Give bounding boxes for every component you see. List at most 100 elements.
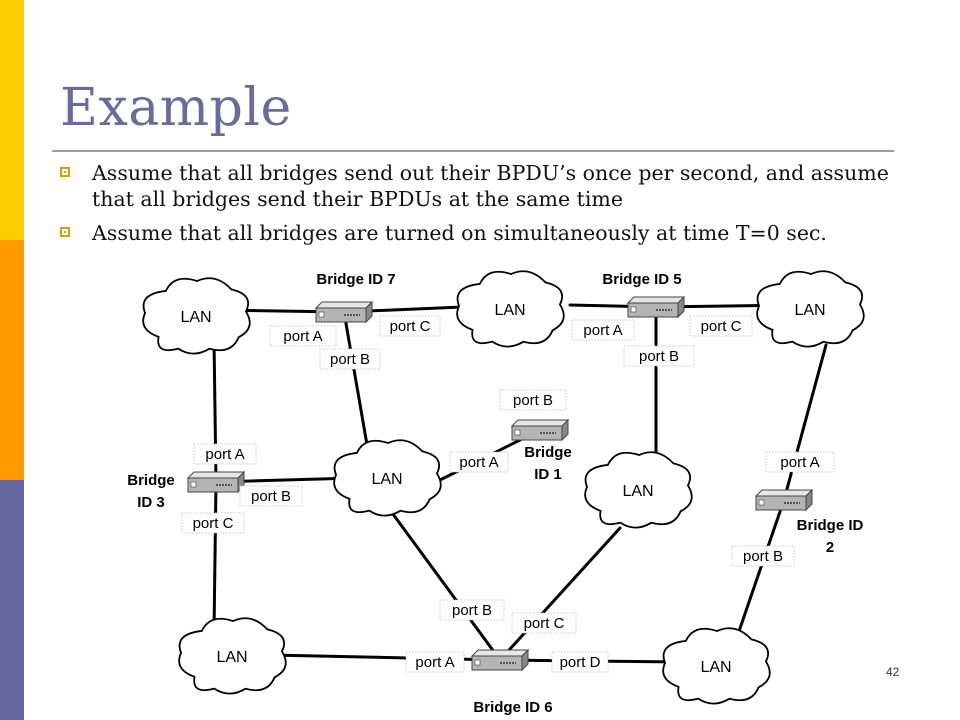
link-line xyxy=(782,343,828,502)
port-label-box xyxy=(499,389,567,411)
lan-cloud: LAN xyxy=(333,439,442,517)
lan-cloud: LAN xyxy=(456,270,565,348)
port-label-box xyxy=(449,451,509,473)
sidebar-yellow-stripe xyxy=(0,0,24,240)
device-top xyxy=(186,471,246,479)
device-top xyxy=(626,296,686,304)
port-label-box xyxy=(239,485,303,507)
port-label-box xyxy=(439,599,505,621)
port-label-text: port C xyxy=(524,615,565,632)
sidebar-orange-stripe xyxy=(0,240,24,480)
slide-title: Example xyxy=(60,78,292,138)
port-label-box xyxy=(511,612,577,634)
lan-label: LAN xyxy=(794,302,825,319)
bridge-3-device xyxy=(186,470,246,494)
port-label-box xyxy=(623,345,695,367)
bullet-text: Assume that all bridges send out their B… xyxy=(92,161,889,211)
port-label-text: port C xyxy=(390,318,431,335)
port-label-text: port B xyxy=(251,488,291,505)
port-label-bridge-1: port B xyxy=(499,389,567,411)
bullet-list: Assume that all bridges send out their B… xyxy=(60,160,900,254)
bullet-text: Assume that all bridges are turned on si… xyxy=(92,221,827,245)
link-line xyxy=(342,310,372,464)
port-label-bridge-7: port B xyxy=(319,348,381,370)
device-led xyxy=(630,306,637,313)
bridge-3-label: ID 3 xyxy=(137,494,165,511)
port-label-box xyxy=(731,545,795,567)
device-led xyxy=(318,311,325,318)
device-side xyxy=(805,488,813,512)
lan-cloud-shape xyxy=(584,451,693,529)
lan-cloud: LAN xyxy=(756,270,865,348)
port-label-bridge-7: port C xyxy=(379,315,441,337)
port-label-text: port A xyxy=(205,446,244,463)
lan-cloud-shape xyxy=(456,270,565,348)
lan-cloud-shape xyxy=(142,277,251,355)
page-number: 42 xyxy=(886,665,900,679)
lan-cloud-shape xyxy=(178,617,287,695)
port-label-bridge-6: port B xyxy=(439,599,505,621)
lan-label: LAN xyxy=(371,471,402,488)
lan-cloud: LAN xyxy=(584,451,693,529)
port-label-bridge-6: port D xyxy=(551,651,609,673)
port-label-text: port C xyxy=(193,515,234,532)
bullet-item: Assume that all bridges are turned on si… xyxy=(60,220,900,246)
port-label-text: port B xyxy=(639,348,679,365)
port-label-box xyxy=(405,651,465,673)
title-divider xyxy=(52,150,894,152)
link-line xyxy=(212,480,218,634)
device-led xyxy=(758,499,765,506)
bridge-3-label: Bridge xyxy=(127,472,175,489)
device-side xyxy=(677,295,685,319)
square-bullet-icon xyxy=(60,167,70,177)
port-label-bridge-5: port C xyxy=(689,315,753,337)
bridge-5-device xyxy=(626,295,686,319)
port-label-box xyxy=(193,443,257,465)
bridge-1-label: ID 1 xyxy=(534,466,562,483)
link-line xyxy=(498,526,622,662)
port-label-text: port B xyxy=(743,548,783,565)
link-line xyxy=(734,498,786,642)
port-label-bridge-3: port C xyxy=(181,512,245,534)
port-label-text: port A xyxy=(583,322,622,339)
bullet-item: Assume that all bridges send out their B… xyxy=(60,160,900,212)
port-label-bridge-5: port B xyxy=(623,345,695,367)
bridge-6-label: Bridge ID 6 xyxy=(473,699,552,716)
bridge-1-label: Bridge xyxy=(524,444,572,461)
bridge-7-device xyxy=(314,300,374,324)
device-side xyxy=(561,418,569,442)
port-label-box xyxy=(379,315,441,337)
port-label-text: port A xyxy=(780,454,819,471)
lan-label: LAN xyxy=(700,659,731,676)
port-label-bridge-6: port A xyxy=(405,651,465,673)
device-top xyxy=(314,301,374,309)
port-label-bridge-7: port A xyxy=(269,325,337,347)
lan-cloud-shape xyxy=(662,627,771,705)
lan-cloud: LAN xyxy=(662,627,771,705)
port-label-box xyxy=(765,451,835,473)
port-label-bridge-2: port A xyxy=(765,451,835,473)
port-label-box xyxy=(571,319,635,341)
port-label-bridge-1: port A xyxy=(449,451,509,473)
port-label-bridge-6: port C xyxy=(511,612,577,634)
bridge-1-device xyxy=(510,418,570,442)
device-top xyxy=(754,489,814,497)
link-line xyxy=(388,508,502,662)
port-label-text: port A xyxy=(283,328,322,345)
port-label-text: port C xyxy=(701,318,742,335)
lan-cloud-shape xyxy=(333,439,442,517)
port-label-text: port D xyxy=(560,654,601,671)
bridge-2-label: 2 xyxy=(826,539,834,556)
link-line xyxy=(268,653,502,662)
port-label-text: port A xyxy=(415,654,454,671)
port-label-box xyxy=(181,512,245,534)
port-label-bridge-3: port A xyxy=(193,443,257,465)
port-label-text: port B xyxy=(330,351,370,368)
device-side xyxy=(521,648,529,672)
port-label-box xyxy=(319,348,381,370)
device-led xyxy=(190,481,197,488)
port-label-text: port B xyxy=(513,392,553,409)
lan-cloud: LAN xyxy=(178,617,287,695)
lan-label: LAN xyxy=(622,483,653,500)
